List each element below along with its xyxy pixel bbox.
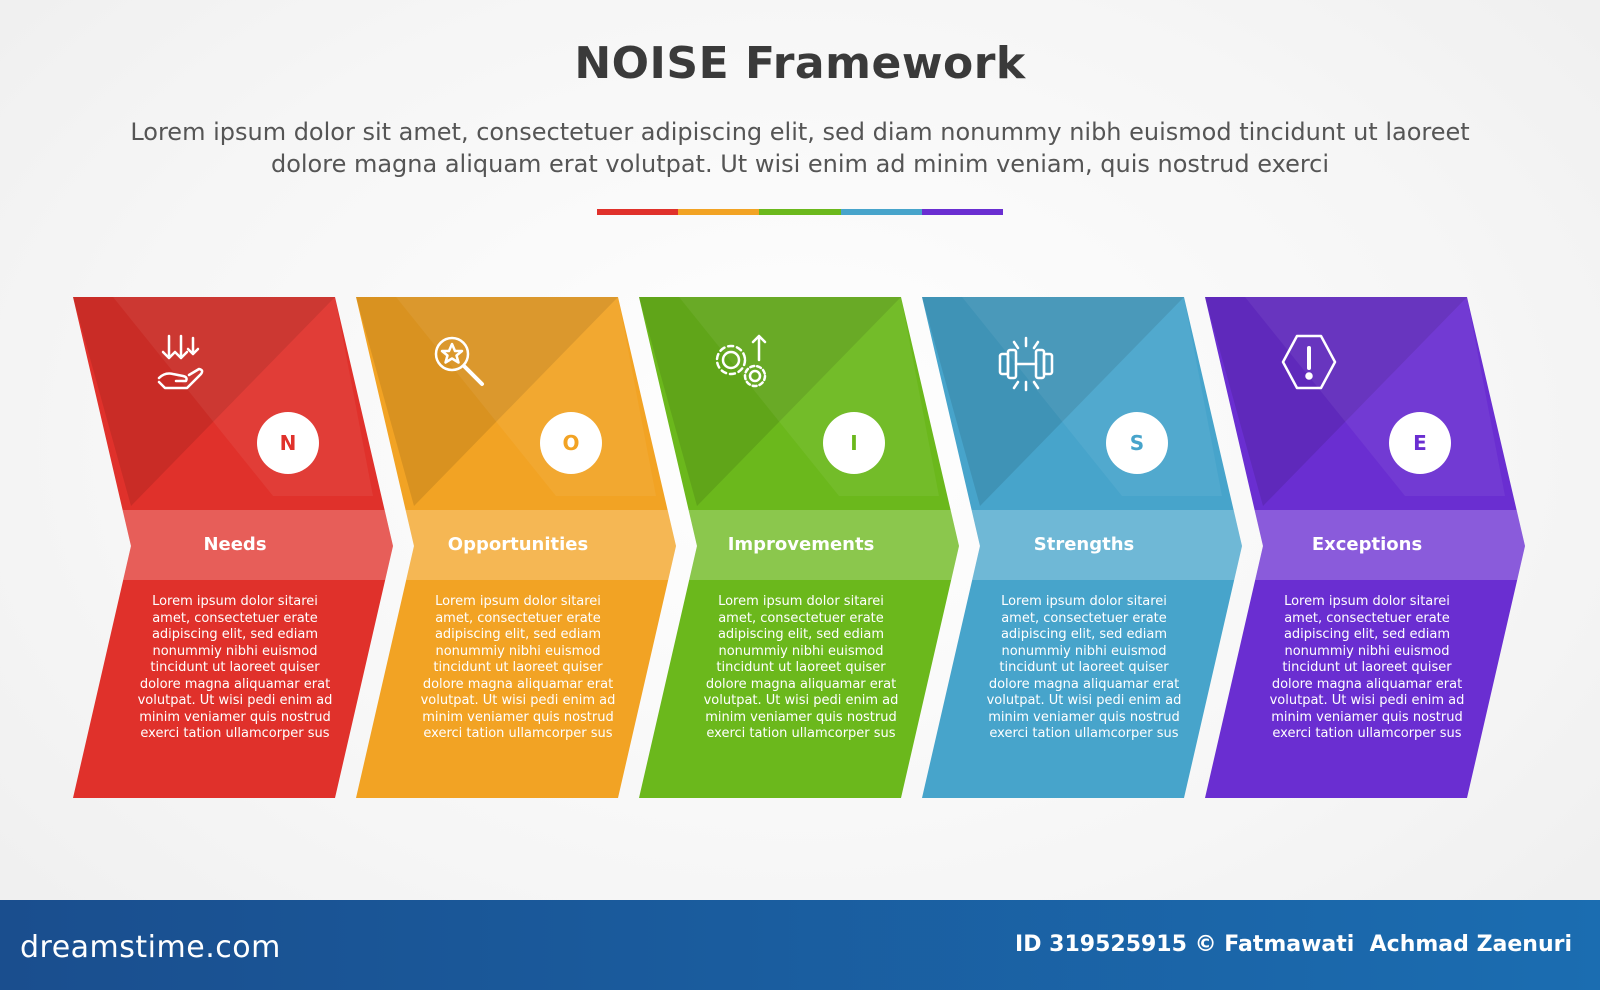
stage-name: Improvements (727, 534, 875, 555)
stage-letter-badge: I (823, 412, 885, 474)
stage-letter-badge: O (540, 412, 602, 474)
stage-shade (1205, 297, 1467, 506)
stage-label-band (122, 510, 394, 580)
stage-name: Needs (203, 534, 267, 555)
stage-improvements (639, 297, 959, 798)
stage-shade (922, 297, 1184, 506)
stage-description: Lorem ipsum dolor sitarei amet, consecte… (137, 594, 333, 741)
hand-arrows-down-icon (157, 334, 204, 390)
stage-name: Opportunities (447, 534, 589, 555)
footer-credit: ID 319525915 © Fatmawati Achmad Zaenuri (1015, 932, 1572, 957)
stage-letter-badge: N (257, 412, 319, 474)
stage-shade (639, 297, 901, 506)
stage-chevron (639, 297, 959, 798)
stage-chevron (356, 297, 676, 798)
stage-chevron (922, 297, 1242, 798)
stage-letter-badge: E (1389, 412, 1451, 474)
stage-shade (73, 297, 335, 506)
gears-arrow-up-icon (715, 334, 767, 388)
dumbbell-icon (998, 336, 1054, 392)
stage-label-band (971, 510, 1242, 580)
stage-label-band (688, 510, 959, 580)
divider-segment (597, 209, 679, 215)
divider-segment (840, 209, 922, 215)
stage-needs (73, 297, 394, 798)
page-title: NOISE Framework (574, 38, 1026, 89)
stage-exceptions (1205, 297, 1525, 798)
divider-segment (921, 209, 1004, 215)
footer-bar: dreamstime.com ID 319525915 © Fatmawati … (0, 900, 1600, 990)
stage-description: Lorem ipsum dolor sitarei amet, consecte… (703, 594, 899, 741)
noise-stage-diagram (73, 297, 1525, 798)
footer-logo[interactable]: dreamstime.com (20, 930, 281, 965)
divider-segment (759, 209, 841, 215)
magnifier-star-icon (434, 336, 484, 386)
stage-name: Exceptions (1311, 534, 1423, 555)
stage-letter-badge: S (1106, 412, 1168, 474)
stage-name: Strengths (1033, 534, 1135, 555)
stage-description: Lorem ipsum dolor sitarei amet, consecte… (1269, 594, 1465, 741)
page-description: Lorem ipsum dolor sit amet, consectetuer… (130, 118, 1470, 178)
color-divider (597, 209, 1004, 215)
stage-chevron (1205, 297, 1525, 798)
stage-description: Lorem ipsum dolor sitarei amet, consecte… (986, 594, 1182, 741)
stage-shade (356, 297, 618, 506)
hexagon-exclamation-icon (1281, 334, 1337, 390)
stage-label-band (405, 510, 676, 580)
stage-description: Lorem ipsum dolor sitarei amet, consecte… (420, 594, 616, 741)
stage-chevron (73, 297, 393, 798)
stage-label-band (1254, 510, 1525, 580)
divider-segment (678, 209, 760, 215)
